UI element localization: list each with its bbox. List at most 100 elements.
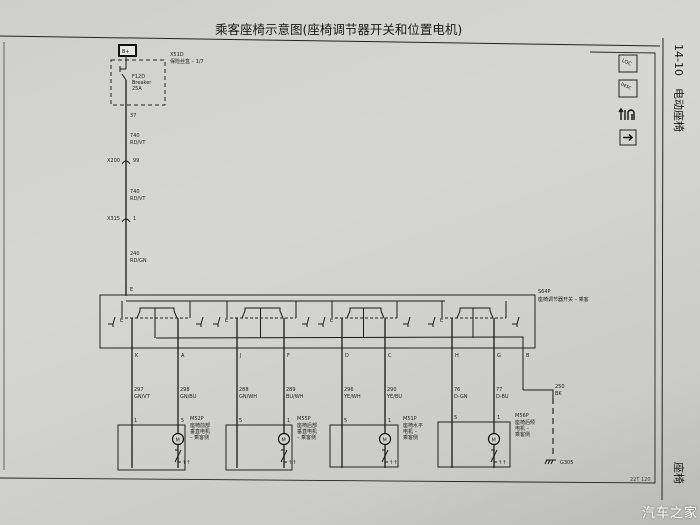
ground-symbol-icon [544, 459, 556, 465]
loc-icon: LOC [618, 54, 638, 73]
svg-text:DESC: DESC [620, 81, 632, 90]
ground-wire-number: 250 [555, 384, 565, 390]
seat-direction-icon [512, 316, 520, 327]
seat-direction-icon [108, 316, 116, 327]
connector-x315-symbol [121, 218, 131, 223]
switch-return-bus [155, 336, 524, 390]
motor-desc: 垂直电机 [297, 428, 317, 435]
switch-contact-e: E [440, 318, 443, 324]
switch-pin-label: H [455, 353, 459, 359]
switch-pin-label: A [181, 353, 185, 359]
seat-direction-icon [213, 316, 221, 327]
switch-contact-e: E [120, 318, 123, 324]
motor-pin-label: 1 [287, 418, 290, 424]
ground-wire-color: BK [555, 391, 562, 397]
motor-connector-box [329, 424, 399, 468]
motor-icon [378, 432, 392, 446]
motor-id: M51P [403, 416, 417, 422]
margin-rule [661, 37, 664, 501]
switch-pin-label: K [135, 353, 139, 359]
ground-id: G305 [560, 460, 573, 466]
switch-contact [346, 307, 385, 338]
motor-desc: 电机 – [515, 425, 530, 432]
wire-color: GN/BU [180, 394, 197, 400]
connector-x315-pin: 1 [133, 216, 136, 222]
switch-contact [136, 307, 178, 338]
motor-symbol: M [176, 438, 180, 444]
position-sensor-icon [490, 449, 498, 463]
switch-pin-label: C [388, 353, 392, 359]
wire-color: YE/BU [386, 394, 402, 400]
diagram-frame [0, 51, 656, 484]
ground-wire-link [523, 389, 554, 398]
seat-direction-icon [318, 316, 326, 327]
page-title: 乘客座椅示意图(座椅调节器开关和位置电机) [215, 22, 462, 37]
wire-color: D-GN [454, 394, 468, 400]
switch-desc: 座椅调节器开关 – 乘客 [538, 296, 589, 303]
motor-desc: 座椅后倾 [515, 419, 535, 426]
switch-contact [241, 307, 284, 338]
motor-pin-label: 5 [239, 418, 242, 424]
motor-desc: 座椅后部 [297, 422, 317, 429]
wire-number: 289 [286, 387, 296, 393]
motor-desc: 电机 – [403, 428, 418, 435]
switch-feed-drop [331, 301, 398, 318]
watermark: 汽车之家 [642, 506, 699, 521]
switch-contact [456, 307, 494, 338]
sensor-arrows-icon: ↑↑ [182, 460, 190, 466]
motor-pin-label: 1 [497, 415, 500, 421]
chapter-footer: 座椅 [672, 462, 686, 484]
wire-number: 296 [344, 387, 354, 393]
motor-icon [487, 432, 501, 446]
motor-desc: 座椅水平 [403, 422, 423, 429]
fuse-block-outline [110, 59, 166, 106]
sensor-arrows-icon: ↑↑ [288, 460, 296, 466]
wire-number: 298 [180, 387, 190, 393]
breaker-rating: 25A [132, 86, 142, 92]
wire-number: 740 [130, 189, 140, 195]
motor-desc: – 乘客侧 [297, 434, 316, 441]
wire-number: 297 [134, 387, 144, 393]
motor-icon [277, 432, 291, 446]
svg-text:B+: B+ [122, 49, 130, 55]
switch-feed-drop [226, 301, 297, 318]
switch-feed-drop [121, 301, 191, 318]
position-sensor-icon [280, 449, 288, 463]
motor-pin-label: 5 [344, 418, 347, 424]
motor-connector-box [437, 421, 511, 468]
breaker-name: Breaker [132, 80, 152, 86]
seat-switch-box [99, 294, 536, 349]
power-flow-icon [618, 107, 635, 120]
section-number: 14-10 [672, 44, 685, 76]
connector-x315: X315 [107, 216, 120, 222]
sensor-arrows-icon: ↑↑ [389, 460, 397, 466]
pin-e: E [130, 287, 133, 293]
motor-desc: – 乘客侧 [190, 434, 209, 441]
motor-connector-box [117, 424, 186, 471]
circuit-breaker-symbol [119, 56, 127, 81]
motor-symbol: M [383, 438, 387, 444]
breaker-id: F12D [132, 74, 145, 80]
switch-pin-b: B [526, 353, 530, 359]
wire-number: 290 [387, 387, 397, 393]
switch-pin-label: J [239, 353, 241, 359]
wire-color: RD/GN [130, 258, 147, 264]
pin-37: 37 [130, 113, 136, 119]
wire-number: 740 [130, 133, 140, 139]
seat-direction-icon [196, 316, 204, 327]
fuse-block-id: X51D [170, 52, 184, 58]
wire-number: 240 [130, 251, 140, 257]
seat-direction-icon [302, 316, 310, 327]
wire-color: RD/VT [130, 140, 146, 146]
motor-pin-label: 1 [134, 418, 137, 424]
motor-desc: 座椅前部 [190, 422, 210, 429]
motor-desc: 乘客侧 [403, 434, 418, 441]
switch-feed-drop [441, 301, 507, 318]
motor-icon [171, 432, 185, 446]
motor-pin-label: 1 [388, 418, 391, 424]
wire-color: D-BU [496, 394, 509, 400]
position-sensor-icon [174, 449, 182, 463]
switch-pin-label: D [345, 353, 349, 359]
